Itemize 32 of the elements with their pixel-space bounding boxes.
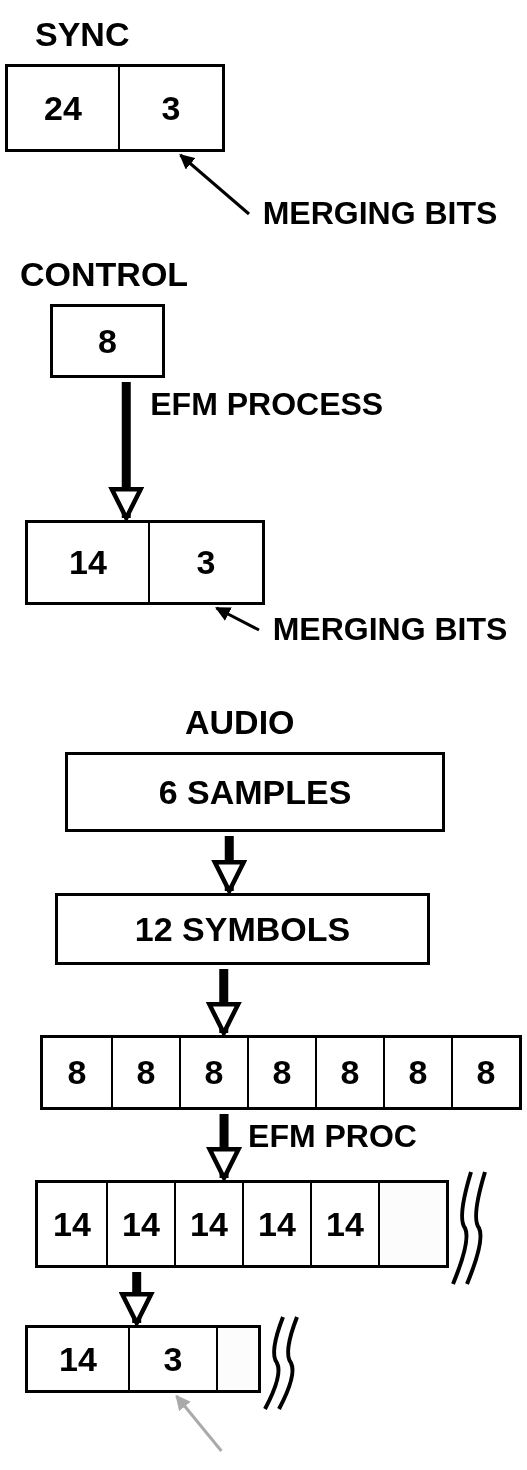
leader-arrow	[215, 606, 260, 632]
field-cell: 8	[383, 1038, 451, 1107]
field-cell: 3	[118, 67, 222, 149]
field-cell: 8	[179, 1038, 247, 1107]
field-cell: 3	[148, 523, 262, 602]
field-cell: 14	[38, 1183, 106, 1265]
field-box: 6 SAMPLES	[65, 752, 445, 832]
block-arrow	[212, 836, 246, 894]
field-cell: 8	[247, 1038, 315, 1107]
field-cell: 14	[174, 1183, 242, 1265]
field-cell: 8	[315, 1038, 383, 1107]
field-cell: 14	[106, 1183, 174, 1265]
field-cell: 24	[8, 67, 118, 149]
annotation-text: MERGING BITS	[255, 192, 505, 234]
field-heading: AUDIO	[185, 702, 295, 743]
annotation-text: MERGING BITS	[265, 608, 515, 650]
field-heading: SYNC	[35, 14, 130, 55]
field-heading: CONTROL	[20, 254, 189, 295]
field-cell: 8	[451, 1038, 519, 1107]
field-cell: 14	[242, 1183, 310, 1265]
leader-arrow	[179, 153, 250, 216]
block-arrow	[109, 382, 143, 521]
field-cell: 8	[43, 1038, 111, 1107]
leader-arrow	[175, 1394, 223, 1452]
field-cell: 14	[28, 1328, 128, 1390]
field-box: 12 SYMBOLS	[55, 893, 430, 965]
field-cell: 8	[111, 1038, 179, 1107]
block-arrow	[120, 1272, 154, 1326]
field-box: 8	[50, 304, 165, 378]
field-cell: 14	[28, 523, 148, 602]
block-arrow	[207, 1114, 241, 1181]
block-arrow	[207, 969, 241, 1036]
